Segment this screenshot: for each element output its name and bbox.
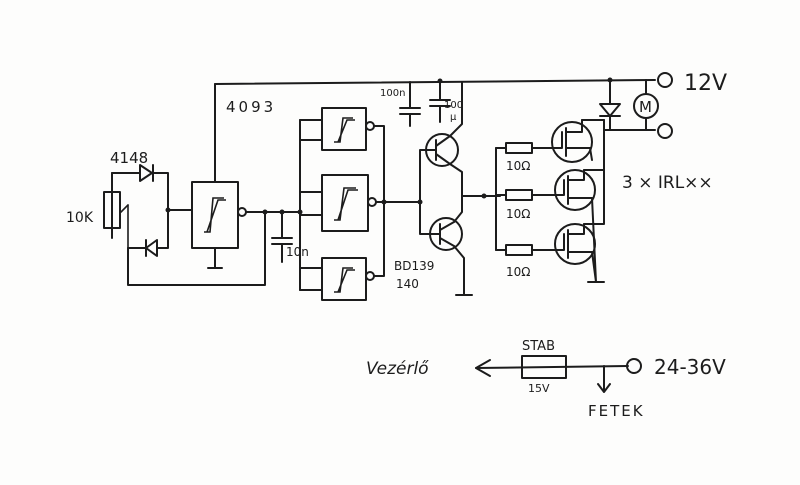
resistor-3 bbox=[495, 244, 553, 256]
mosfet-1 bbox=[551, 119, 593, 163]
label-cap-100n: 100n bbox=[380, 88, 405, 99]
arrow-controller bbox=[475, 359, 491, 377]
label-fetek: FETEK bbox=[588, 402, 645, 420]
supply-rail-top bbox=[214, 72, 673, 183]
gate-oscillator bbox=[191, 181, 301, 269]
label-pot-10k: 10K bbox=[66, 210, 94, 226]
label-12v: 12V bbox=[684, 71, 727, 96]
diode-bottom bbox=[145, 239, 158, 257]
diode-top bbox=[139, 164, 153, 182]
label-ic-4093: 4093 bbox=[226, 98, 276, 116]
label-regulator-15v: 15V bbox=[528, 382, 550, 395]
label-diode-4148: 4148 bbox=[110, 149, 148, 167]
label-cap-100u: 100 bbox=[444, 100, 463, 111]
label-cap-10n: 10n bbox=[286, 245, 309, 259]
label-24-36v: 24-36V bbox=[654, 355, 726, 379]
gate-buffer-1 bbox=[321, 107, 375, 151]
label-bd139: BD139 bbox=[394, 259, 434, 273]
label-cap-100u-unit: μ bbox=[450, 112, 457, 123]
transistor-pnp bbox=[429, 195, 473, 296]
flyback-diode bbox=[599, 79, 621, 131]
mosfet-2 bbox=[551, 169, 596, 211]
terminal-12v bbox=[657, 72, 673, 88]
label-resistor-3: 10Ω bbox=[506, 265, 530, 279]
regulator-section bbox=[475, 355, 642, 393]
gate-buffer-3 bbox=[321, 257, 375, 301]
oscillator-network bbox=[103, 164, 266, 286]
gate-buffer-2 bbox=[321, 174, 377, 232]
label-140: 140 bbox=[396, 277, 419, 291]
capacitor-100u bbox=[429, 80, 451, 123]
label-regulator-stab: STAB bbox=[522, 339, 555, 354]
mosfet-3 bbox=[551, 223, 596, 265]
terminal-motor bbox=[657, 123, 673, 139]
capacitor-100n bbox=[399, 81, 421, 127]
arrow-fets bbox=[597, 365, 611, 393]
label-controller: Vezérlő bbox=[366, 359, 429, 379]
label-mosfets: 3 × IRL×× bbox=[622, 173, 713, 193]
potentiometer bbox=[103, 191, 121, 229]
capacitor-10n bbox=[271, 209, 293, 263]
regulator-box bbox=[521, 355, 567, 379]
label-resistor-1: 10Ω bbox=[506, 159, 530, 173]
motor bbox=[633, 79, 659, 131]
terminal-24-36v bbox=[626, 358, 642, 374]
label-resistor-2: 10Ω bbox=[506, 207, 530, 221]
resistor-2 bbox=[495, 189, 553, 201]
resistor-1 bbox=[495, 142, 553, 154]
label-motor: M bbox=[639, 98, 652, 116]
